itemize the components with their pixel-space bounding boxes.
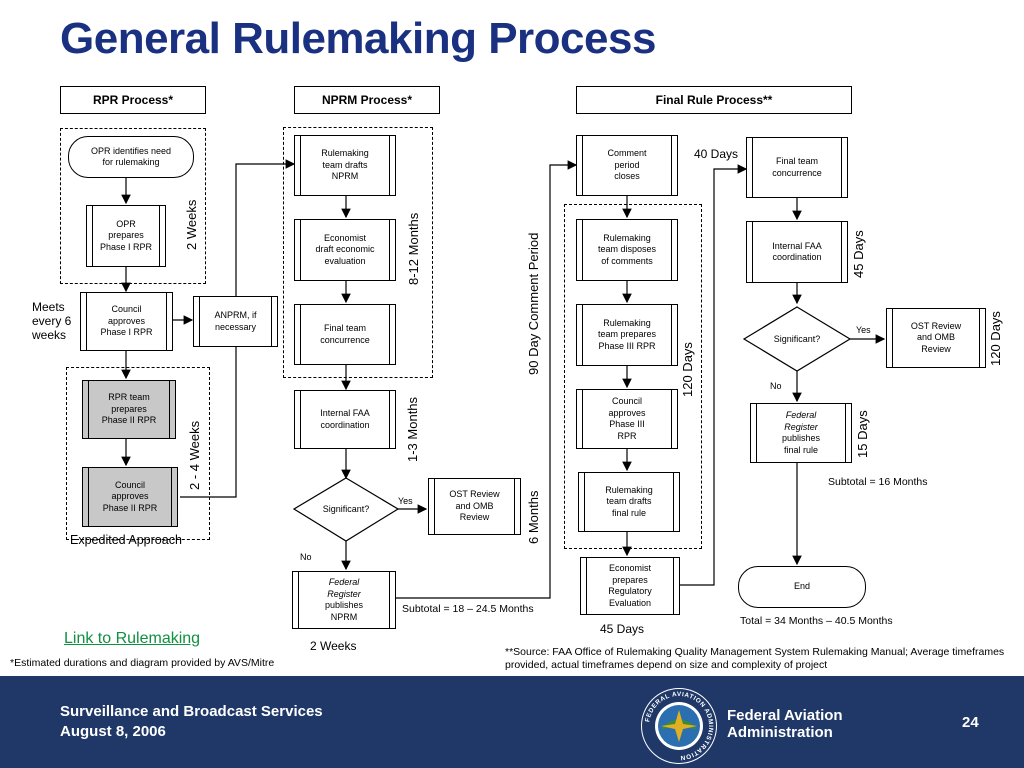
duration-2-weeks-nprm: 2 Weeks [310, 639, 357, 653]
economist-regulatory-evaluation-box: Economist prepares Regulatory Evaluation [580, 557, 680, 615]
opr-identifies-text: OPR identifies need for rulemaking [90, 145, 172, 168]
phase1-group-frame [60, 128, 206, 284]
end-text: End [793, 581, 810, 592]
footnote-estimated: *Estimated durations and diagram provide… [10, 657, 275, 669]
internal-nprm-text: Internal FAA coordination [320, 408, 370, 430]
final-team-text: Final team concurrence [772, 156, 822, 178]
nprm-significant-diamond [292, 477, 400, 542]
total-duration: Total = 34 Months – 40.5 Months [740, 615, 893, 627]
federal-register-final-box: Federal Register publishes final rule [750, 403, 852, 463]
connector-lines [121, 159, 886, 599]
team-phase3-text: Rulemaking team prepares Phase III RPR [597, 317, 657, 351]
duration-40-days: 40 Days [694, 147, 739, 161]
comment-period-closes-box: Comment period closes [576, 135, 678, 196]
ost-omb-review-nprm-box: OST Review and OMB Review [428, 478, 521, 535]
anprm-box: ANPRM, if necessary [193, 296, 278, 347]
council-phase3-text: Council approves Phase III RPR [608, 396, 646, 441]
opr-prepares-text: OPR prepares Phase I RPR [99, 218, 153, 252]
footer-date: August 8, 2006 [60, 723, 166, 740]
duration-1-3-months: 1-3 Months [405, 396, 420, 462]
footer-faa-line1: Federal Aviation [727, 707, 843, 724]
duration-8-12-months: 8-12 Months [406, 212, 421, 285]
council-approves-phase3-box: Council approves Phase III RPR [576, 389, 678, 449]
council-approves-phase2-box: Council approves Phase II RPR [82, 467, 178, 527]
phase2-group-frame [66, 367, 210, 540]
rpr-process-header: RPR Process* [60, 86, 206, 114]
footer-bar: Surveillance and Broadcast Services Augu… [0, 676, 1024, 768]
final-yes-label: Yes [856, 325, 871, 335]
nprm-process-header: NPRM Process* [294, 86, 440, 114]
footer-faa-line2: Administration [727, 724, 833, 741]
team-drafts-final-text: Rulemaking team drafts final rule [605, 484, 653, 518]
faa-seal-logo: FEDERAL AVIATION ADMINISTRATION [641, 688, 717, 764]
economist-regulatory-text: Economist prepares Regulatory Evaluation [608, 563, 652, 608]
final-team-concurrence-nprm-box: Final team concurrence [294, 304, 396, 365]
council-phase2-text: Council approves Phase II RPR [102, 479, 158, 513]
rpr-team-phase2-box: RPR team prepares Phase II RPR [82, 380, 176, 439]
duration-45-days-internal: 45 Days [851, 230, 866, 278]
team-drafts-nprm-text: Rulemaking team drafts NPRM [321, 148, 369, 182]
ost-final-text: OST Review and OMB Review [910, 320, 962, 354]
federal-register-nprm-italic: Federal Register [327, 577, 361, 599]
council-phase1-text: Council approves Phase I RPR [100, 304, 153, 338]
footnote-source: **Source: FAA Office of Rulemaking Quali… [505, 646, 1005, 671]
team-drafts-final-rule-box: Rulemaking team drafts final rule [578, 472, 680, 532]
federal-register-nprm-rest: publishes NPRM [324, 600, 364, 622]
nprm-significant-text: Significant? [322, 504, 370, 514]
page-title: General Rulemaking Process [60, 14, 656, 63]
team-drafts-nprm-box: Rulemaking team drafts NPRM [294, 135, 396, 196]
opr-prepares-phase1-box: OPR prepares Phase I RPR [86, 205, 166, 267]
final-no-label: No [770, 381, 782, 391]
final-significant-diamond [742, 306, 852, 372]
final-team-concurrence-box: Final team concurrence [746, 137, 848, 198]
subtotal-nprm: Subtotal = 18 – 24.5 Months [402, 603, 534, 615]
internal-faa-coordination-nprm-box: Internal FAA coordination [294, 390, 396, 449]
expedited-approach-label: Expedited Approach [70, 533, 182, 547]
council-approves-phase1-box: Council approves Phase I RPR [80, 292, 173, 351]
meets-every-6-weeks-label: Meets every 6 weeks [32, 300, 72, 342]
team-prepares-phase3-box: Rulemaking team prepares Phase III RPR [576, 304, 678, 366]
ost-omb-review-final-box: OST Review and OMB Review [886, 308, 986, 368]
link-to-rulemaking[interactable]: Link to Rulemaking [64, 630, 201, 647]
page-number: 24 [962, 714, 979, 731]
opr-identifies-need-box: OPR identifies need for rulemaking [68, 136, 194, 178]
comment-disposition-group-frame [564, 204, 702, 549]
federal-register-final-rest: publishes final rule [781, 433, 821, 455]
anprm-text: ANPRM, if necessary [214, 310, 257, 332]
nprm-drafting-group-frame [283, 127, 433, 378]
footer-org: Surveillance and Broadcast Services [60, 703, 323, 720]
end-box: End [738, 566, 866, 608]
duration-6-months: 6 Months [526, 490, 541, 544]
final-rule-process-header: Final Rule Process** [576, 86, 852, 114]
duration-2-weeks-rpr: 2 Weeks [184, 199, 199, 250]
federal-register-final-italic: Federal Register [784, 410, 818, 432]
final-significant-text: Significant? [773, 334, 821, 344]
duration-120-days-comment: 120 Days [680, 342, 695, 397]
duration-90-day-comment-period: 90 Day Comment Period [526, 232, 541, 375]
ost-nprm-text: OST Review and OMB Review [449, 489, 500, 523]
team-disposes-text: Rulemaking team disposes of comments [597, 232, 657, 266]
team-disposes-comments-box: Rulemaking team disposes of comments [576, 219, 678, 281]
final-team-nprm-text: Final team concurrence [320, 323, 370, 345]
economist-draft-text: Economist draft economic evaluation [315, 232, 375, 266]
internal-final-text: Internal FAA coordination [772, 240, 822, 263]
duration-45-days-economist: 45 Days [600, 622, 645, 636]
duration-2-4-weeks: 2 - 4 Weeks [187, 420, 202, 490]
federal-register-nprm-box: Federal Register publishes NPRM [292, 571, 396, 629]
comment-closes-text: Comment period closes [607, 148, 647, 182]
duration-15-days: 15 Days [855, 410, 870, 458]
subtotal-final: Subtotal = 16 Months [828, 476, 928, 488]
internal-faa-coordination-final-box: Internal FAA coordination [746, 221, 848, 283]
rpr-team-phase2-text: RPR team prepares Phase II RPR [101, 392, 157, 426]
economist-draft-evaluation-box: Economist draft economic evaluation [294, 219, 396, 281]
duration-120-days-ost: 120 Days [988, 311, 1003, 366]
nprm-no-label: No [300, 552, 312, 562]
nprm-yes-label: Yes [398, 496, 413, 506]
